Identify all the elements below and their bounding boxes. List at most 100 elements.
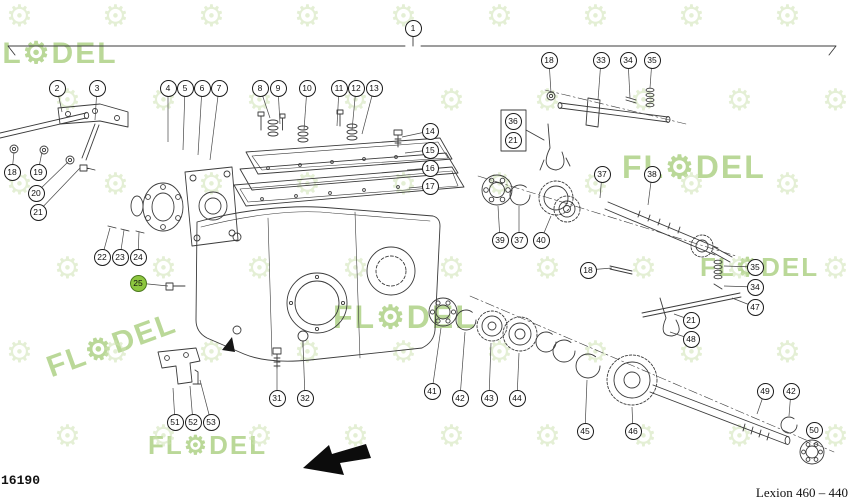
balloon-6[interactable]: 6 <box>193 79 211 97</box>
balloon-23[interactable]: 23 <box>111 248 129 266</box>
balloon-35[interactable]: 35 <box>746 258 764 276</box>
balloon-44[interactable]: 44 <box>508 389 526 407</box>
balloon-21[interactable]: 21 <box>29 203 47 221</box>
mounting-bracket <box>57 103 129 161</box>
balloon-22[interactable]: 22 <box>93 248 111 266</box>
watermark-gear-icon: ⚙ <box>534 420 561 453</box>
balloon-39[interactable]: 39 <box>491 231 509 249</box>
balloon-51[interactable]: 51 <box>166 413 184 431</box>
watermark-gear-icon: ⚙ <box>822 84 849 117</box>
balloon-17[interactable]: 17 <box>421 177 439 195</box>
balloon-1[interactable]: 1 <box>404 19 422 37</box>
balloon-18[interactable]: 18 <box>579 261 597 279</box>
doc-number: 16190 <box>1 473 41 488</box>
side-cover-plate <box>107 166 239 291</box>
balloon-18[interactable]: 18 <box>540 51 558 69</box>
balloon-12[interactable]: 12 <box>347 79 365 97</box>
balloon-40[interactable]: 40 <box>532 231 550 249</box>
watermark-gear-icon: ⚙ <box>54 252 81 285</box>
balloon-35[interactable]: 35 <box>643 51 661 69</box>
balloon-38[interactable]: 38 <box>643 165 661 183</box>
watermark-gear-icon: ⚙ <box>246 252 273 285</box>
direction-arrow <box>303 444 371 475</box>
balloon-19[interactable]: 19 <box>29 163 47 181</box>
balloon-7[interactable]: 7 <box>210 79 228 97</box>
watermark-gear-icon: ⚙ <box>774 336 801 369</box>
watermark-gear-icon: ⚙ <box>6 336 33 369</box>
watermark-gear-icon: ⚙ <box>102 168 129 201</box>
balloon-31[interactable]: 31 <box>268 389 286 407</box>
watermark-gear-icon: ⚙ <box>822 252 849 285</box>
balloon-25[interactable]: 25 <box>129 274 147 292</box>
watermark-brand: FL⚙DEL <box>0 37 118 70</box>
balloon-45[interactable]: 45 <box>576 422 594 440</box>
watermark-gear-icon: ⚙ <box>678 168 705 201</box>
balloon-50[interactable]: 50 <box>805 421 823 439</box>
balloon-16[interactable]: 16 <box>421 159 439 177</box>
balloon-8[interactable]: 8 <box>251 79 269 97</box>
balloon-32[interactable]: 32 <box>296 389 314 407</box>
balloon-3[interactable]: 3 <box>88 79 106 97</box>
balloon-2[interactable]: 2 <box>48 79 66 97</box>
balloon-24[interactable]: 24 <box>129 248 147 266</box>
watermark-gear-icon: ⚙ <box>774 168 801 201</box>
balloon-5[interactable]: 5 <box>176 79 194 97</box>
watermark-gear-icon: ⚙ <box>6 0 33 33</box>
balloon-11[interactable]: 11 <box>330 79 348 97</box>
balloon-48[interactable]: 48 <box>682 330 700 348</box>
balloon-13[interactable]: 13 <box>365 79 383 97</box>
balloon-41[interactable]: 41 <box>423 382 441 400</box>
watermark-gear-icon: ⚙ <box>198 336 225 369</box>
output-gear-train <box>428 297 825 465</box>
watermark-gear-icon: ⚙ <box>102 0 129 33</box>
balloon-14[interactable]: 14 <box>421 122 439 140</box>
balloon-21[interactable]: 21 <box>682 311 700 329</box>
detent-parts <box>609 259 742 337</box>
balloon-21[interactable]: 21 <box>504 131 522 149</box>
balloon-37[interactable]: 37 <box>510 231 528 249</box>
watermark-gear-icon: ⚙ <box>630 252 657 285</box>
balloon-37[interactable]: 37 <box>593 165 611 183</box>
balloon-42[interactable]: 42 <box>451 389 469 407</box>
watermark-gear-icon: ⚙ <box>678 0 705 33</box>
balloon-9[interactable]: 9 <box>269 79 287 97</box>
watermark-gear-icon: ⚙ <box>246 420 273 453</box>
balloon-20[interactable]: 20 <box>27 184 45 202</box>
balloon-36[interactable]: 36 <box>504 112 522 130</box>
balloon-18[interactable]: 18 <box>3 163 21 181</box>
watermark-gear-icon: ⚙ <box>486 0 513 33</box>
watermark-gear-icon: ⚙ <box>438 420 465 453</box>
watermark-gear-icon: ⚙ <box>726 84 753 117</box>
balloon-34[interactable]: 34 <box>619 51 637 69</box>
springs-and-bolts <box>257 109 403 148</box>
main-shaft <box>604 201 733 263</box>
watermark-gear-icon: ⚙ <box>534 252 561 285</box>
watermark-gear-icon: ⚙ <box>582 0 609 33</box>
balloon-46[interactable]: 46 <box>624 422 642 440</box>
watermark-brand: FL⚙DEL <box>333 299 477 335</box>
balloon-43[interactable]: 43 <box>480 389 498 407</box>
axis-lines <box>469 89 835 453</box>
balloon-15[interactable]: 15 <box>421 141 439 159</box>
watermark-gear-icon: ⚙ <box>438 252 465 285</box>
watermark-brand: FL⚙DEL <box>148 430 268 460</box>
balloon-10[interactable]: 10 <box>298 79 316 97</box>
balloon-33[interactable]: 33 <box>592 51 610 69</box>
balloon-42[interactable]: 42 <box>782 382 800 400</box>
watermark-gear-icon: ⚙ <box>774 0 801 33</box>
balloon-47[interactable]: 47 <box>746 298 764 316</box>
balloon-4[interactable]: 4 <box>159 79 177 97</box>
watermark-gear-icon: ⚙ <box>390 336 417 369</box>
watermark-gear-icon: ⚙ <box>294 336 321 369</box>
input-rod <box>0 111 96 172</box>
bearing-gear-cluster <box>481 174 581 223</box>
balloon-34[interactable]: 34 <box>746 278 764 296</box>
balloon-53[interactable]: 53 <box>202 413 220 431</box>
watermark-gear-icon: ⚙ <box>54 420 81 453</box>
balloon-52[interactable]: 52 <box>184 413 202 431</box>
balloon-49[interactable]: 49 <box>756 382 774 400</box>
